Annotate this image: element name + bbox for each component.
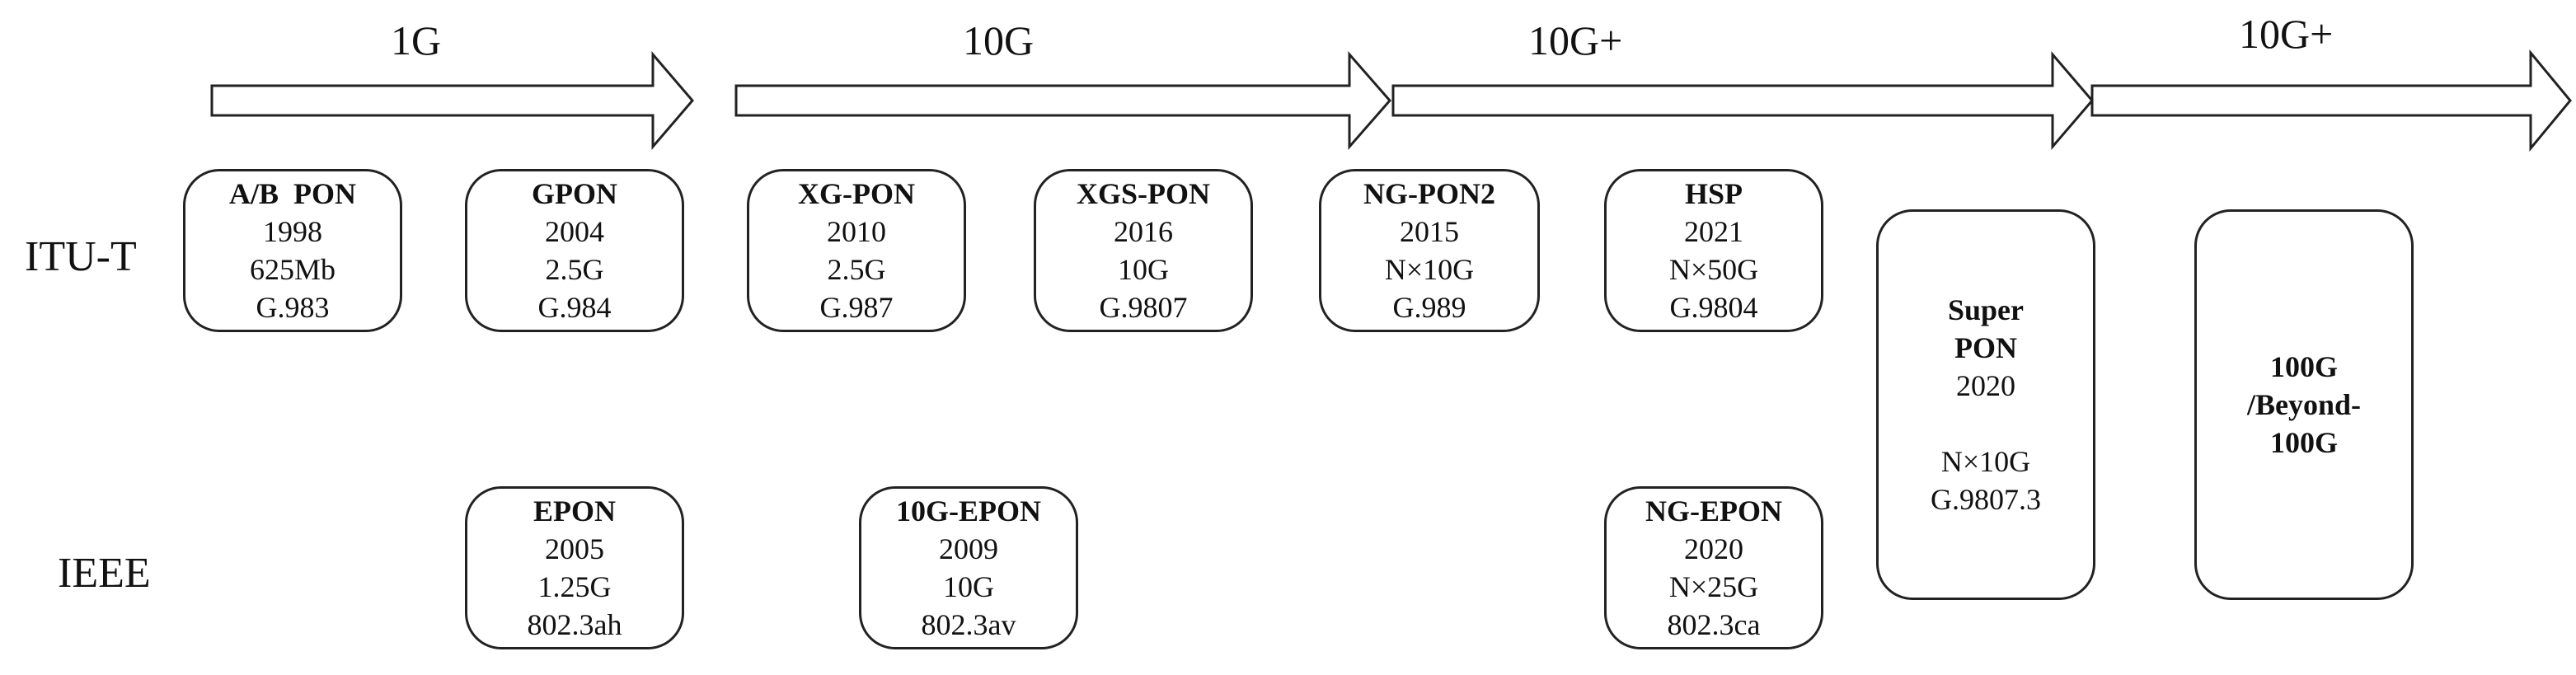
- box-year: 2016: [1114, 215, 1173, 248]
- box-standard: G.9807: [1099, 291, 1188, 324]
- era-arrow-10g-plus-1: [1391, 50, 2094, 151]
- super-pon-title-line-1: Super: [1947, 293, 2025, 326]
- box-standard: G.983: [256, 291, 330, 324]
- box-year: 2020: [1684, 532, 1743, 565]
- itu-box-ab-pon: A/B PON 1998 625Mb G.983: [183, 169, 402, 332]
- itu-box-hsp: HSP 2021 N×50G G.9804: [1604, 169, 1823, 332]
- box-standard: 802.3av: [921, 608, 1016, 641]
- box-rate: 2.5G: [827, 253, 886, 286]
- box-title: GPON: [532, 177, 617, 210]
- box-rate: 625Mb: [249, 253, 335, 286]
- super-pon-rate: N×10G: [1940, 445, 2031, 478]
- super-pon-box: Super PON 2020 N×10G G.9807.3: [1876, 209, 2095, 600]
- box-standard: G.987: [819, 291, 894, 324]
- box-title: NG-PON2: [1363, 177, 1495, 210]
- super-pon-year: 2020: [1956, 369, 2015, 402]
- box-rate: 2.5G: [545, 253, 604, 286]
- beyond-line-3: 100G: [2269, 426, 2338, 459]
- row-label-itu-t: ITU-T: [25, 233, 137, 280]
- box-rate: 1.25G: [537, 570, 612, 603]
- box-standard: G.989: [1392, 291, 1466, 324]
- box-title: EPON: [533, 495, 616, 527]
- era-label-10g-plus-2: 10G+: [2239, 11, 2334, 57]
- box-title: NG-EPON: [1645, 495, 1782, 527]
- box-title: XGS-PON: [1077, 177, 1210, 210]
- box-rate: 10G: [1118, 253, 1169, 286]
- box-rate: N×50G: [1668, 253, 1759, 286]
- box-rate: 10G: [943, 570, 994, 603]
- beyond-line-2: /Beyond-: [2246, 388, 2362, 421]
- itu-box-xgs-pon: XGS-PON 2016 10G G.9807: [1034, 169, 1253, 332]
- box-year: 2015: [1400, 215, 1459, 248]
- itu-box-ng-pon2: NG-PON2 2015 N×10G G.989: [1319, 169, 1540, 332]
- box-title: HSP: [1684, 177, 1743, 210]
- ieee-box-10g-epon: 10G-EPON 2009 10G 802.3av: [859, 486, 1078, 649]
- box-title: XG-PON: [798, 177, 915, 210]
- itu-box-gpon: GPON 2004 2.5G G.984: [465, 169, 684, 332]
- era-label-10g-plus-1: 10G+: [1528, 17, 1623, 63]
- box-year: 2009: [939, 532, 998, 565]
- ieee-box-ng-epon: NG-EPON 2020 N×25G 802.3ca: [1604, 486, 1823, 649]
- era-arrow-10g: [734, 51, 1391, 150]
- box-year: 2021: [1684, 215, 1743, 248]
- itu-box-xg-pon: XG-PON 2010 2.5G G.987: [747, 169, 966, 332]
- box-title: 10G-EPON: [896, 495, 1041, 527]
- box-year: 2005: [545, 532, 604, 565]
- ieee-box-epon: EPON 2005 1.25G 802.3ah: [465, 486, 684, 649]
- era-arrow-10g-plus-2: [2090, 49, 2572, 152]
- box-rate: N×10G: [1384, 253, 1475, 286]
- box-year: 2010: [827, 215, 886, 248]
- box-standard: 802.3ca: [1667, 608, 1761, 641]
- super-pon-standard: G.9807.3: [1931, 483, 2041, 516]
- box-standard: G.9804: [1669, 291, 1758, 324]
- box-standard: G.984: [537, 291, 612, 324]
- beyond-line-1: 100G: [2269, 350, 2338, 383]
- era-arrow-1g: [210, 50, 694, 151]
- box-title: A/B PON: [228, 177, 356, 210]
- box-year: 2004: [545, 215, 604, 248]
- box-rate: N×25G: [1668, 570, 1759, 603]
- beyond-100g-box: 100G /Beyond- 100G: [2194, 209, 2414, 600]
- box-standard: 802.3ah: [527, 608, 622, 641]
- era-label-1g: 1G: [391, 17, 442, 63]
- box-year: 1998: [263, 215, 322, 248]
- row-label-ieee: IEEE: [58, 550, 151, 597]
- era-label-10g: 10G: [963, 17, 1035, 63]
- super-pon-title-line-2: PON: [1954, 331, 2017, 364]
